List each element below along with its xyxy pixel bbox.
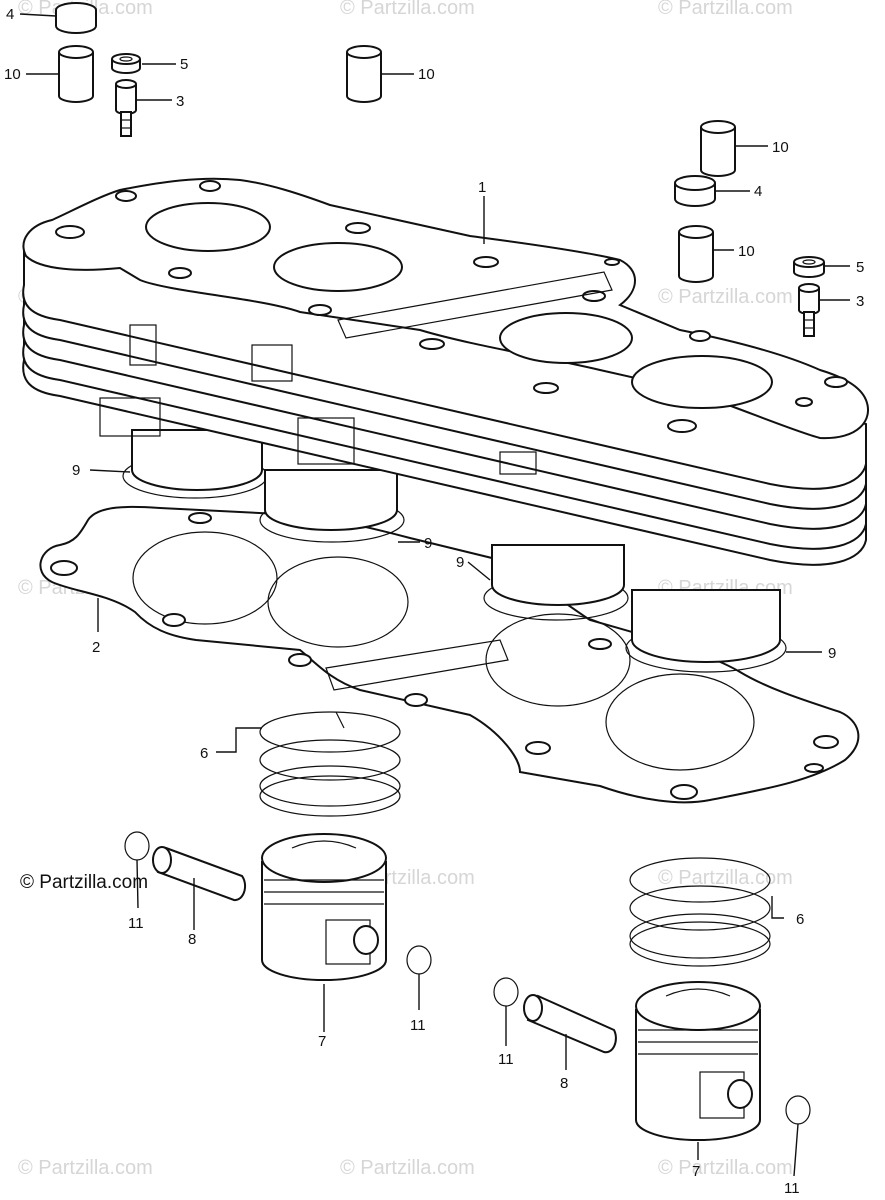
part-seal-5a[interactable] <box>111 53 141 74</box>
callout-7: 7 <box>318 1033 326 1050</box>
callout-11: 11 <box>128 915 144 932</box>
callout-11: 11 <box>784 1180 800 1197</box>
part-dowel-pin-10a[interactable] <box>58 45 94 103</box>
part-circlip-11b[interactable] <box>406 945 432 975</box>
part-dowel-collar-4a[interactable] <box>55 2 97 34</box>
part-piston-7b[interactable] <box>635 981 761 1141</box>
part-oil-jet-3b[interactable] <box>798 283 820 337</box>
watermark: © Partzilla.com <box>18 1157 153 1179</box>
callout-10: 10 <box>772 139 789 156</box>
callout-10: 10 <box>738 243 755 260</box>
callout-11: 11 <box>410 1017 426 1034</box>
callout-9: 9 <box>424 535 432 552</box>
callout-1: 1 <box>478 179 486 196</box>
part-oil-jet-3a[interactable] <box>115 79 137 137</box>
callout-3: 3 <box>856 293 864 310</box>
callout-8: 8 <box>560 1075 568 1092</box>
part-circlip-11a[interactable] <box>124 831 150 861</box>
part-seal-5b[interactable] <box>793 256 825 278</box>
part-circlip-11c[interactable] <box>493 977 519 1007</box>
callout-10: 10 <box>4 66 21 83</box>
callout-6: 6 <box>200 745 208 762</box>
callout-9: 9 <box>456 554 464 571</box>
callout-4: 4 <box>6 6 14 23</box>
part-dowel-pin-10d[interactable] <box>678 225 714 283</box>
watermark: © Partzilla.com <box>658 1157 793 1179</box>
part-piston-rings-6a[interactable] <box>259 711 401 817</box>
part-piston-pin-8a[interactable] <box>152 846 247 902</box>
watermark: © Partzilla.com <box>658 286 793 308</box>
callout-11: 11 <box>498 1051 514 1068</box>
part-dowel-collar-4b[interactable] <box>674 175 716 207</box>
part-piston-rings-6b[interactable] <box>629 857 771 967</box>
callout-5: 5 <box>856 259 864 276</box>
part-piston-pin-8b[interactable] <box>523 994 617 1054</box>
callouts: 4 10 5 3 10 10 4 10 5 3 1 9 9 9 9 2 6 6 … <box>4 6 864 1197</box>
part-circlip-11d[interactable] <box>785 1095 811 1125</box>
callout-10: 10 <box>418 66 435 83</box>
leader-lines <box>19 13 850 1177</box>
part-piston-7a[interactable] <box>261 833 387 981</box>
watermark: © Partzilla.com <box>658 0 793 19</box>
callout-8: 8 <box>188 931 196 948</box>
callout-6: 6 <box>796 911 804 928</box>
callout-5: 5 <box>180 56 188 73</box>
watermark: © Partzilla.com <box>658 867 793 889</box>
callout-9: 9 <box>828 645 836 662</box>
callout-7: 7 <box>692 1163 700 1180</box>
callout-4: 4 <box>754 183 762 200</box>
copyright-label: © Partzilla.com <box>20 872 148 893</box>
callout-2: 2 <box>92 639 100 656</box>
callout-9: 9 <box>72 462 80 479</box>
watermark: © Partzilla.com <box>340 0 475 19</box>
part-dowel-pin-10c[interactable] <box>700 120 736 177</box>
part-cylinder-block[interactable] <box>22 177 869 663</box>
part-dowel-pin-10b[interactable] <box>346 45 382 103</box>
callout-3: 3 <box>176 93 184 110</box>
watermark: © Partzilla.com <box>340 1157 475 1179</box>
